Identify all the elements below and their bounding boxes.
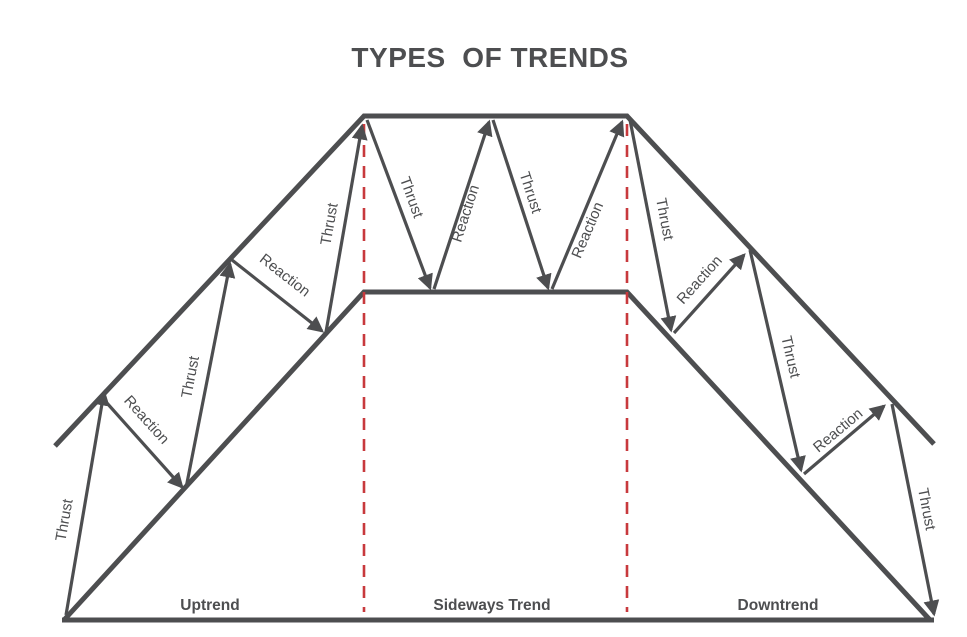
diagram-title: TYPES OF TRENDS bbox=[351, 42, 628, 73]
upper-trend-line bbox=[53, 113, 936, 448]
down-reaction-2-arrow bbox=[802, 404, 886, 476]
side-reaction-1-arrow bbox=[432, 119, 493, 290]
down-thrust-1-arrow bbox=[628, 119, 677, 333]
sideways-moves bbox=[365, 119, 625, 291]
side-thrust-2-label: Thrust bbox=[516, 170, 546, 216]
downtrend-label: Downtrend bbox=[738, 597, 819, 614]
down-thrust-2-arrow bbox=[748, 249, 806, 473]
uptrend-moves bbox=[64, 123, 368, 616]
down-reaction-2-label: Reaction bbox=[810, 405, 866, 456]
uptrend-label: Uptrend bbox=[180, 597, 239, 614]
down-thrust-2-label: Thrust bbox=[777, 334, 803, 380]
up-thrust-1-label: Thrust bbox=[53, 497, 77, 543]
up-thrust-2-label: Thrust bbox=[178, 354, 203, 400]
up-thrust-2-arrow bbox=[184, 261, 236, 489]
down-thrust-3-arrow bbox=[890, 403, 940, 617]
up-thrust-3-arrow bbox=[324, 123, 368, 333]
side-thrust-2-arrow bbox=[491, 119, 552, 291]
up-thrust-1-arrow bbox=[64, 389, 110, 616]
down-reaction-1-label: Reaction bbox=[674, 252, 726, 307]
up-reaction-1-arrow bbox=[104, 400, 184, 489]
up-thrust-3-label: Thrust bbox=[318, 201, 342, 247]
side-reaction-2-arrow bbox=[550, 119, 625, 290]
up-reaction-2-label: Reaction bbox=[256, 251, 313, 301]
downtrend-moves bbox=[628, 119, 940, 617]
side-reaction-1-label: Reaction bbox=[448, 183, 482, 245]
lower-trend-line bbox=[62, 289, 932, 622]
up-reaction-1-label: Reaction bbox=[120, 392, 172, 447]
down-reaction-1-arrow bbox=[672, 253, 746, 335]
side-thrust-1-arrow bbox=[365, 119, 433, 291]
up-reaction-2-arrow bbox=[231, 258, 325, 333]
sideways-trend-label: Sideways Trend bbox=[433, 597, 550, 614]
side-thrust-1-label: Thrust bbox=[396, 175, 427, 222]
down-thrust-1-label: Thrust bbox=[652, 197, 677, 243]
side-reaction-2-label: Reaction bbox=[568, 200, 607, 261]
